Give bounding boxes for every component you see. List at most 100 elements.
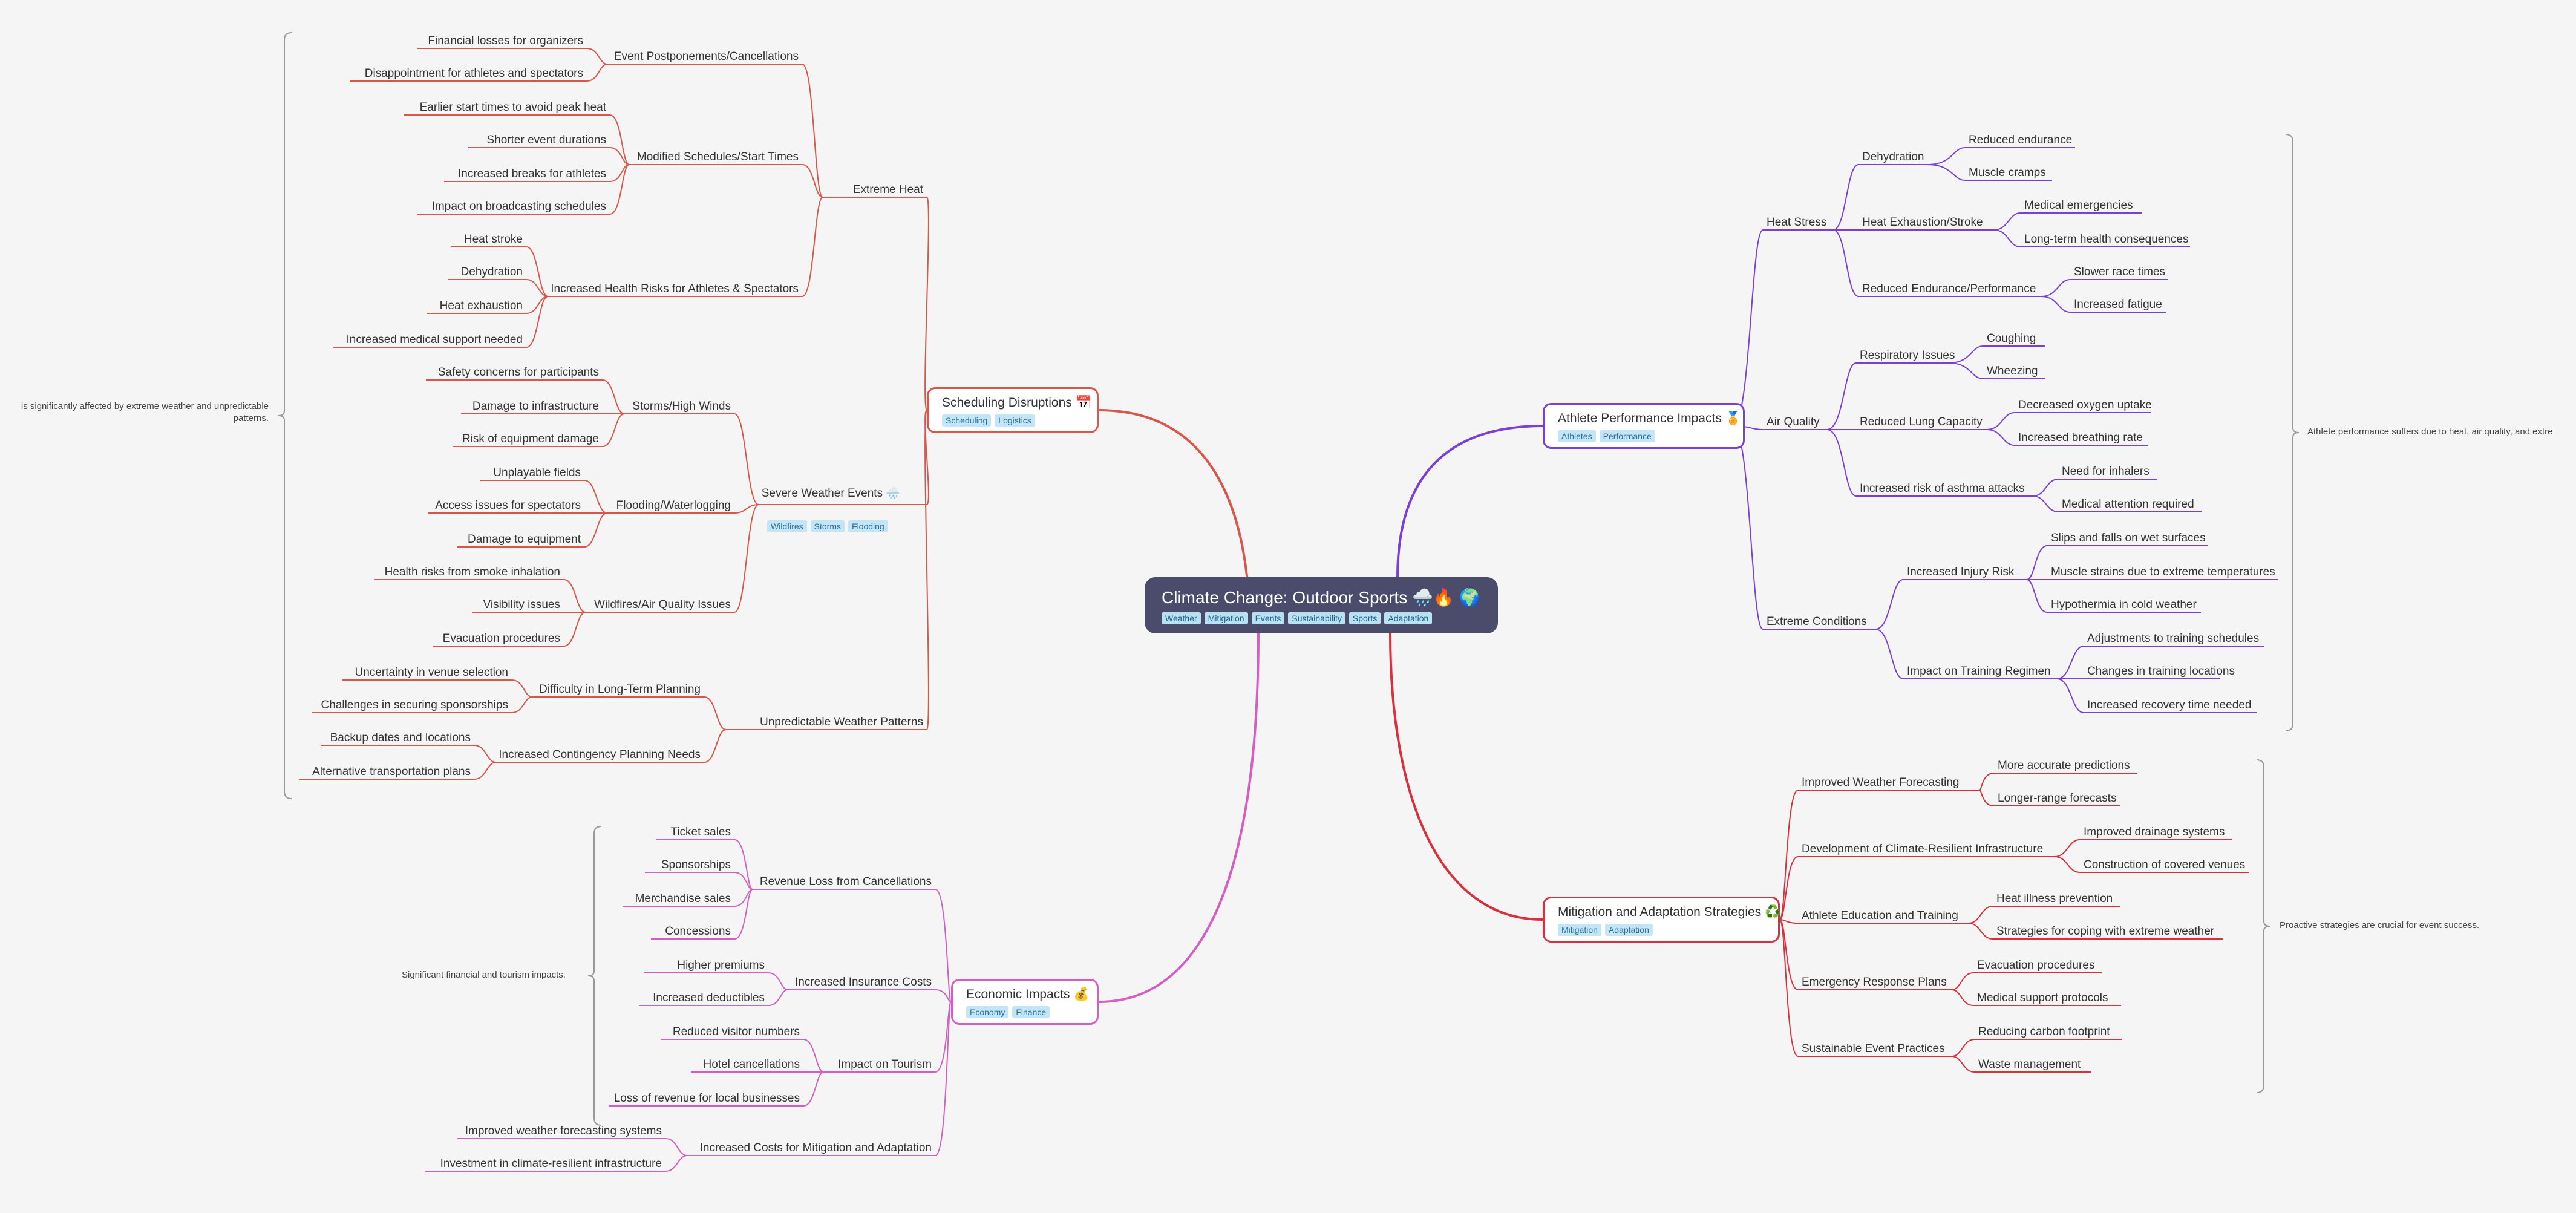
leaf-node[interactable]: Unplayable fields [493, 466, 581, 479]
subtopic-node[interactable]: Emergency Response Plans [1802, 976, 1947, 989]
leaf-node[interactable]: Damage to infrastructure [472, 400, 599, 413]
leaf-node[interactable]: Increased recovery time needed [2087, 699, 2252, 711]
leaf-node[interactable]: Muscle cramps [1969, 166, 2046, 179]
leaf-node[interactable]: Increased breathing rate [2018, 431, 2143, 444]
leaf-node[interactable]: Alternative transportation plans [312, 765, 471, 778]
leaf-node[interactable]: Dehydration [460, 266, 523, 278]
leaf-node[interactable]: Slips and falls on wet surfaces [2051, 532, 2206, 544]
leaf-node[interactable]: Health risks from smoke inhalation [384, 566, 560, 578]
subtopic-severe-weather[interactable]: Severe Weather Events 🌧️ [761, 487, 900, 500]
subtopic-node[interactable]: Revenue Loss from Cancellations [759, 875, 932, 888]
leaf-node[interactable]: Shorter event durations [486, 134, 606, 146]
leaf-node[interactable]: Evacuation procedures [1977, 959, 2095, 972]
subtopic-node[interactable]: Extreme Conditions [1767, 615, 1867, 628]
leaf-node[interactable]: Evacuation procedures [442, 632, 560, 645]
leaf-node[interactable]: Wheezing [1987, 365, 2038, 378]
leaf-node[interactable]: Strategies for coping with extreme weath… [1996, 925, 2215, 938]
leaf-node[interactable]: Access issues for spectators [435, 499, 581, 512]
branch-node-scheduling[interactable]: Scheduling Disruptions 📅 Scheduling Logi… [927, 387, 1099, 433]
leaf-node[interactable]: Higher premiums [677, 959, 765, 972]
subtopic-node[interactable]: Air Quality [1767, 416, 1820, 428]
subtopic-node[interactable]: Difficulty in Long-Term Planning [539, 683, 701, 696]
subtopic-node[interactable]: Impact on Training Regimen [1907, 665, 2051, 678]
branch-node-economic[interactable]: Economic Impacts 💰 Economy Finance [951, 979, 1099, 1025]
root-node[interactable]: Climate Change: Outdoor Sports 🌧️🔥 🌍 Wea… [1145, 577, 1498, 633]
branch-node-athlete[interactable]: Athlete Performance Impacts 🏅 Athletes P… [1543, 403, 1745, 449]
leaf-node[interactable]: Risk of equipment damage [462, 433, 599, 445]
leaf-node[interactable]: Safety concerns for participants [437, 366, 599, 379]
leaf-node[interactable]: Increased medical support needed [346, 333, 523, 346]
subtopic-node[interactable]: Development of Climate-Resilient Infrast… [1802, 843, 2044, 855]
leaf-node[interactable]: Need for inhalers [2062, 465, 2149, 478]
leaf-node[interactable]: Increased breaks for athletes [457, 168, 606, 180]
leaf-node[interactable]: Reduced endurance [1969, 134, 2073, 146]
subtopic-node[interactable]: Heat Exhaustion/Stroke [1862, 216, 1983, 229]
subtopic-node[interactable]: Impact on Tourism [838, 1058, 932, 1071]
leaf-node[interactable]: Heat exhaustion [439, 299, 523, 312]
subtopic-node[interactable]: Unpredictable Weather Patterns [759, 716, 923, 728]
leaf-node[interactable]: Medical attention required [2062, 498, 2194, 511]
subtopic-node[interactable]: Increased risk of asthma attacks [1860, 482, 2025, 495]
leaf-node[interactable]: Earlier start times to avoid peak heat [419, 101, 606, 114]
leaf-node[interactable]: Improved drainage systems [2084, 826, 2225, 839]
leaf-node[interactable]: Heat illness prevention [1996, 892, 2113, 905]
leaf-node[interactable]: Financial losses for organizers [428, 34, 583, 47]
subtopic-node[interactable]: Athlete Education and Training [1802, 909, 1958, 922]
leaf-node[interactable]: Changes in training locations [2087, 665, 2235, 678]
leaf-node[interactable]: Slower race times [2074, 266, 2165, 278]
branch-node-mitigation[interactable]: Mitigation and Adaptation Strategies ♻️ … [1543, 897, 1780, 943]
leaf-node[interactable]: Hotel cancellations [703, 1058, 800, 1071]
leaf-node[interactable]: Hypothermia in cold weather [2051, 598, 2197, 611]
leaf-node[interactable]: Long-term health consequences [2024, 233, 2189, 246]
leaf-node[interactable]: Disappointment for athletes and spectato… [364, 67, 583, 80]
leaf-node[interactable]: Uncertainty in venue selection [355, 666, 508, 679]
leaf-node[interactable]: Damage to equipment [468, 533, 581, 546]
leaf-node[interactable]: Challenges in securing sponsorships [321, 699, 508, 711]
subtopic-node[interactable]: Wildfires/Air Quality Issues [594, 598, 731, 611]
subtopic-node[interactable]: Reduced Lung Capacity [1860, 416, 1983, 428]
leaf-node[interactable]: Longer-range forecasts [1998, 792, 2117, 805]
leaf-node[interactable]: Medical support protocols [1977, 992, 2108, 1004]
subtopic-node[interactable]: Increased Injury Risk [1907, 566, 2015, 578]
subtopic-node[interactable]: Increased Insurance Costs [794, 976, 932, 989]
leaf-node[interactable]: Construction of covered venues [2084, 858, 2246, 871]
leaf-node[interactable]: Loss of revenue for local businesses [613, 1092, 800, 1105]
leaf-node[interactable]: Coughing [1987, 332, 2036, 345]
leaf-node[interactable]: Merchandise sales [635, 892, 731, 905]
subtopic-node[interactable]: Respiratory Issues [1860, 349, 1955, 362]
leaf-node[interactable]: Medical emergencies [2024, 199, 2133, 212]
leaf-node[interactable]: Backup dates and locations [330, 731, 471, 744]
branch-title: Economic Impacts 💰 [966, 987, 1090, 1001]
leaf-node[interactable]: Visibility issues [483, 598, 560, 611]
subtopic-node[interactable]: Increased Costs for Mitigation and Adapt… [699, 1142, 932, 1154]
leaf-node[interactable]: Muscle strains due to extreme temperatur… [2051, 566, 2275, 578]
leaf-node[interactable]: Adjustments to training schedules [2087, 632, 2260, 645]
leaf-node[interactable]: Reducing carbon footprint [1978, 1025, 2110, 1038]
leaf-node[interactable]: Waste management [1978, 1058, 2081, 1071]
leaf-node[interactable]: Increased fatigue [2074, 298, 2162, 311]
connector-line [602, 379, 625, 414]
leaf-node[interactable]: Decreased oxygen uptake [2018, 399, 2152, 411]
subtopic-node[interactable]: Increased Contingency Planning Needs [499, 748, 701, 761]
leaf-node[interactable]: More accurate predictions [1998, 759, 2130, 772]
subtopic-node[interactable]: Flooding/Waterlogging [616, 499, 731, 512]
subtopic-node[interactable]: Modified Schedules/Start Times [636, 151, 799, 163]
leaf-node[interactable]: Improved weather forecasting systems [465, 1125, 662, 1137]
leaf-node[interactable]: Heat stroke [463, 233, 523, 246]
leaf-node[interactable]: Impact on broadcasting schedules [431, 200, 606, 213]
subtopic-node[interactable]: Dehydration [1862, 151, 1924, 163]
subtopic-node[interactable]: Increased Health Risks for Athletes & Sp… [551, 283, 799, 295]
leaf-node[interactable]: Ticket sales [670, 826, 731, 839]
subtopic-node[interactable]: Event Postponements/Cancellations [613, 50, 799, 63]
leaf-node[interactable]: Concessions [665, 925, 731, 938]
leaf-node[interactable]: Increased deductibles [653, 992, 765, 1004]
subtopic-node[interactable]: Sustainable Event Practices [1802, 1042, 1945, 1055]
subtopic-node[interactable]: Reduced Endurance/Performance [1862, 283, 2036, 295]
leaf-node[interactable]: Reduced visitor numbers [672, 1025, 800, 1038]
leaf-node[interactable]: Sponsorships [661, 858, 731, 871]
leaf-node[interactable]: Investment in climate-resilient infrastr… [440, 1157, 662, 1170]
subtopic-node[interactable]: Heat Stress [1767, 216, 1827, 229]
subtopic-node[interactable]: Storms/High Winds [632, 400, 731, 413]
subtopic-node[interactable]: Extreme Heat [852, 183, 923, 196]
subtopic-node[interactable]: Improved Weather Forecasting [1802, 776, 1960, 789]
